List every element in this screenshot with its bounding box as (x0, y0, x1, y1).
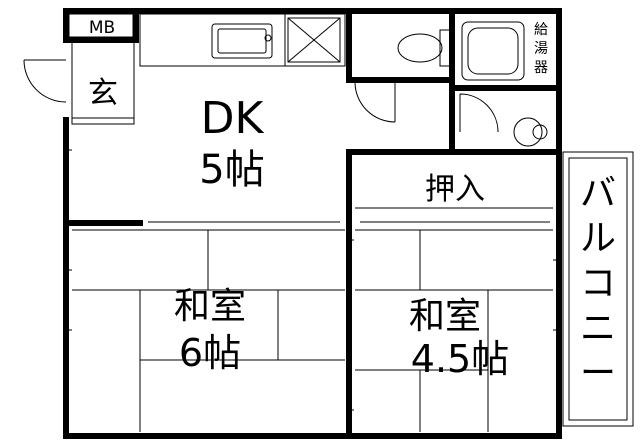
washitsu6-size-label: 6帖 (179, 331, 241, 375)
balcony (562, 151, 634, 427)
entrance-door (23, 59, 67, 103)
tatami-6jo (72, 229, 345, 432)
kitchen-sink (211, 23, 273, 59)
water-heater-char-2: 湯 (534, 40, 548, 57)
washitsu45-size-label: 4.5帖 (411, 337, 509, 381)
balcony-char-5: ー (580, 353, 616, 394)
water-heater-label: 給 湯 器 (534, 22, 548, 76)
oshiire-label: 押入 (425, 172, 485, 207)
washitsu6-name-label: 和室 (174, 286, 246, 327)
genkan-label: 玄 (88, 76, 118, 111)
washitsu45-name-label: 和室 (409, 296, 481, 337)
toilet (397, 33, 443, 63)
balcony-char-3: コ (580, 263, 616, 304)
tatami-45jo (355, 229, 553, 432)
mb-label: MB (89, 18, 115, 38)
balcony-char-1: バ (580, 173, 616, 214)
walls (63, 8, 562, 439)
wash-basin (513, 117, 543, 147)
dk-name-label: DK (201, 93, 265, 144)
balcony-char-4: ニ (580, 308, 616, 349)
stove (287, 17, 341, 63)
water-heater-char-3: 器 (534, 60, 548, 76)
bathtub (461, 21, 525, 81)
water-heater-char-1: 給 (534, 22, 548, 38)
dk-size-label: 5帖 (199, 147, 264, 193)
toilet-door (354, 81, 396, 123)
balcony-char-2: ル (580, 218, 616, 259)
bath-door (459, 93, 499, 133)
balcony-label: バ ル コ ニ ー (580, 173, 616, 394)
